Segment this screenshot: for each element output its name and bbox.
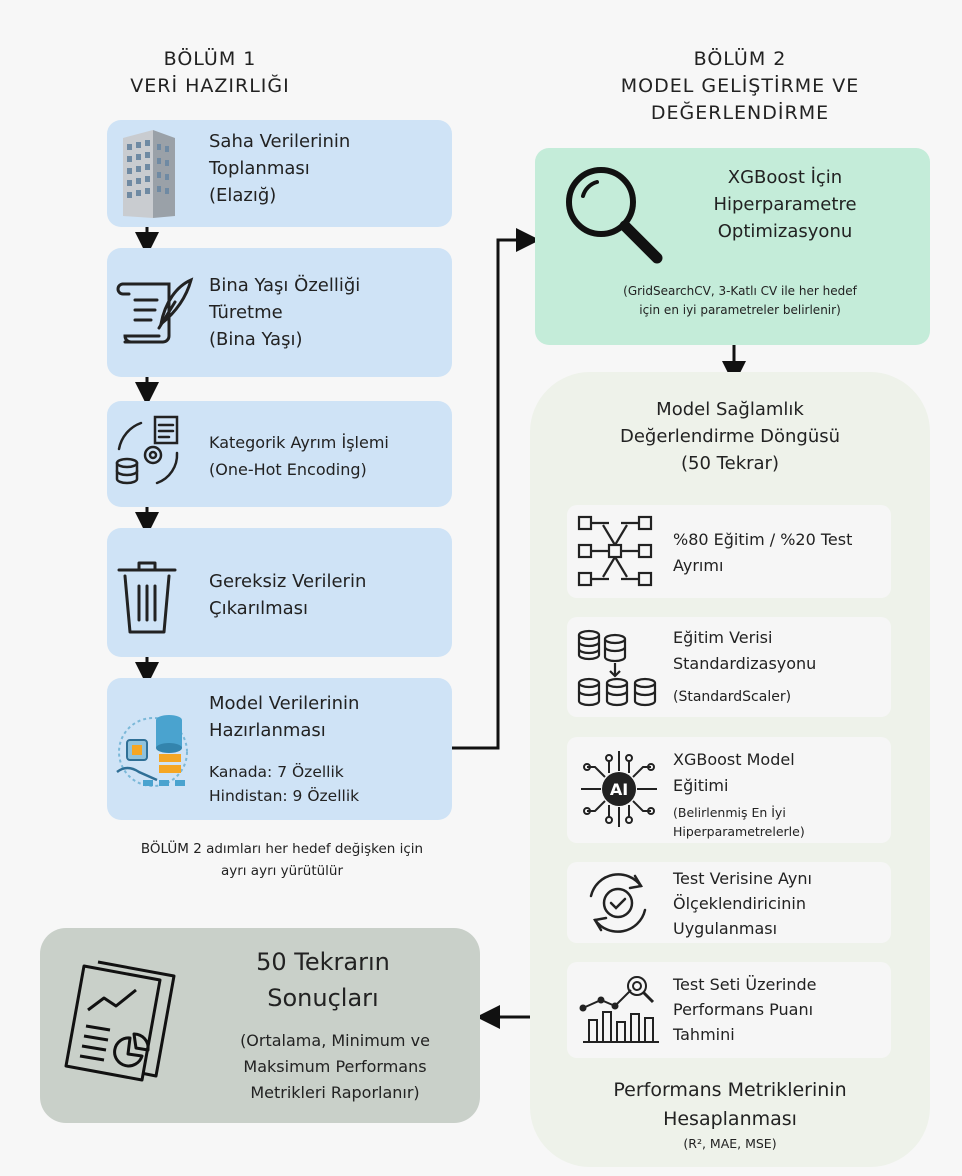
report-chart-icon xyxy=(64,960,176,1082)
metrics-line2: Hesaplanması xyxy=(663,1108,797,1130)
hyper-line3: Optimizasyonu xyxy=(717,221,853,242)
metrics-line1: Performans Metriklerinin xyxy=(613,1079,847,1101)
section2-line2: MODEL GELİŞTİRME VE xyxy=(620,75,860,97)
results-box: 50 Tekrarın Sonuçları (Ortalama, Minimum… xyxy=(40,928,480,1123)
loop-title: Model Sağlamlık Değerlendirme Döngüsü (5… xyxy=(530,396,930,477)
step-building-age-text: Bina Yaşı Özelliği Türetme (Bina Yaşı) xyxy=(209,272,360,353)
step5-line2: Hazırlanması xyxy=(209,720,326,741)
step-model-data-title: Model Verilerinin Hazırlanması xyxy=(209,690,359,744)
split-nodes-icon xyxy=(577,515,653,587)
svg-text:AI: AI xyxy=(610,780,628,799)
step-remove-data: Gereksiz Verilerin Çıkarılması xyxy=(107,528,452,657)
inner-step-training-text: XGBoost Model Eğitimi xyxy=(673,747,795,799)
step2-line1: Bina Yaşı Özelliği xyxy=(209,275,361,296)
section2-line1: BÖLÜM 2 xyxy=(693,48,787,70)
results-title: 50 Tekrarın Sonuçları xyxy=(218,944,428,1016)
scroll-quill-icon xyxy=(116,277,194,344)
inner5-line1: Test Seti Üzerinde xyxy=(673,975,817,994)
results-note-line2: Maksimum Performans xyxy=(243,1057,427,1076)
section2-heading: BÖLÜM 2 MODEL GELİŞTİRME VE DEĞERLENDİRM… xyxy=(575,46,905,127)
step-hyperparameter-title: XGBoost İçin Hiperparametre Optimizasyon… xyxy=(685,164,885,245)
database-stack-icon xyxy=(577,629,657,707)
inner-step-split-text: %80 Eğitim / %20 Test Ayrımı xyxy=(673,527,852,579)
section2-line3: DEĞERLENDİRME xyxy=(650,102,830,124)
section1-line1: BÖLÜM 1 xyxy=(163,48,257,70)
hyper-line2: Hiperparametre xyxy=(713,194,857,215)
magnifier-icon xyxy=(566,167,663,264)
inner5-line3: Tahmini xyxy=(673,1025,735,1044)
inner-step-training-note: (Belirlenmiş En İyi Hiperparametrelerle) xyxy=(673,803,805,841)
process-cycle-icon xyxy=(115,415,179,485)
loop-line1: Model Sağlamlık xyxy=(656,399,804,420)
step-field-data: Saha Verilerinin Toplanması (Elazığ) xyxy=(107,120,452,227)
results-note: (Ortalama, Minimum ve Maksimum Performan… xyxy=(200,1028,470,1106)
step-model-data: Model Verilerinin Hazırlanması Kanada: 7… xyxy=(107,678,452,820)
step2-line3: (Bina Yaşı) xyxy=(209,329,303,350)
inner2-line3: (StandardScaler) xyxy=(673,689,792,705)
loop-line2: Değerlendirme Döngüsü xyxy=(619,426,841,447)
note-line1: BÖLÜM 2 adımları her hedef değişken için xyxy=(140,841,424,857)
inner-step-scaler: Test Verisine Aynı Ölçeklendiricinin Uyg… xyxy=(567,862,891,943)
inner4-line2: Ölçeklendiricinin xyxy=(673,894,806,913)
note-line2: ayrı ayrı yürütülür xyxy=(220,863,344,879)
step-field-data-text: Saha Verilerinin Toplanması (Elazığ) xyxy=(209,128,350,209)
inner1-line2: Ayrımı xyxy=(673,556,724,575)
results-line1: 50 Tekrarın xyxy=(256,948,390,976)
inner4-line3: Uygulanması xyxy=(673,919,778,938)
results-line2: Sonuçları xyxy=(267,984,379,1012)
section1-line2: VERİ HAZIRLIĞI xyxy=(130,75,290,97)
building-icon xyxy=(123,130,175,218)
inner3-line3: (Belirlenmiş En İyi xyxy=(673,805,786,820)
step3-line2: (One-Hot Encoding) xyxy=(209,460,367,479)
inner3-line1: XGBoost Model xyxy=(673,750,795,769)
inner1-line1: %80 Eğitim / %20 Test xyxy=(673,530,853,549)
inner-step-prediction: Test Seti Üzerinde Performans Puanı Tahm… xyxy=(567,962,891,1058)
hyper-line1: XGBoost İçin xyxy=(727,167,843,188)
bar-chart-target-icon xyxy=(579,976,659,1043)
step5-line3: Kanada: 7 Özellik xyxy=(209,763,344,781)
step-building-age: Bina Yaşı Özelliği Türetme (Bina Yaşı) xyxy=(107,248,452,377)
results-note-line1: (Ortalama, Minimum ve xyxy=(240,1031,430,1050)
inner3-line4: Hiperparametrelerle) xyxy=(673,824,805,839)
inner-step-training: AI XGBoost Model Eğitimi (Belirlenmiş En… xyxy=(567,737,891,843)
step2-line2: Türetme xyxy=(209,302,283,323)
inner2-line2: Standardizasyonu xyxy=(673,654,817,673)
section1-heading: BÖLÜM 1 VERİ HAZIRLIĞI xyxy=(90,46,330,100)
inner-step-prediction-text: Test Seti Üzerinde Performans Puanı Tahm… xyxy=(673,972,817,1047)
step4-line1: Gereksiz Verilerin xyxy=(209,571,367,592)
step3-line1: Kategorik Ayrım İşlemi xyxy=(209,433,389,452)
step1-line2: Toplanması xyxy=(209,158,310,179)
inner2-line1: Eğitim Verisi xyxy=(673,628,773,647)
metrics-line3: (R², MAE, MSE) xyxy=(683,1136,777,1151)
step-remove-data-text: Gereksiz Verilerin Çıkarılması xyxy=(209,568,366,622)
ai-chip-icon: AI xyxy=(581,751,657,827)
inner3-line2: Eğitimi xyxy=(673,776,729,795)
step-hyperparameter: XGBoost İçin Hiperparametre Optimizasyon… xyxy=(535,148,930,345)
data-server-icon xyxy=(116,715,188,787)
step5-line1: Model Verilerinin xyxy=(209,693,360,714)
step5-line4: Hindistan: 9 Özellik xyxy=(209,787,360,805)
step-one-hot: Kategorik Ayrım İşlemi (One-Hot Encoding… xyxy=(107,401,452,507)
inner5-line2: Performans Puanı xyxy=(673,1000,814,1019)
section2-note: BÖLÜM 2 adımları her hedef değişken için… xyxy=(102,838,462,882)
step-model-data-detail: Kanada: 7 Özellik Hindistan: 9 Özellik xyxy=(209,760,359,808)
inner-step-standardize: Eğitim Verisi Standardizasyonu (Standard… xyxy=(567,617,891,717)
loop-line3: (50 Tekrar) xyxy=(681,453,779,474)
inner-step-split: %80 Eğitim / %20 Test Ayrımı xyxy=(567,505,891,598)
step-hyperparameter-note: (GridSearchCV, 3-Katlı CV ile her hedef … xyxy=(575,282,905,320)
hyper-note-line1: (GridSearchCV, 3-Katlı CV ile her hedef xyxy=(623,284,857,298)
inner-step-scaler-text: Test Verisine Aynı Ölçeklendiricinin Uyg… xyxy=(673,866,812,941)
step4-line2: Çıkarılması xyxy=(209,598,309,619)
step1-line3: (Elazığ) xyxy=(209,185,277,206)
inner4-line1: Test Verisine Aynı xyxy=(673,869,812,888)
refresh-check-icon xyxy=(589,873,647,933)
step1-line1: Saha Verilerinin xyxy=(209,131,351,152)
metrics-block: Performans Metriklerinin Hesaplanması (R… xyxy=(560,1076,900,1154)
trash-icon xyxy=(117,561,177,634)
step-one-hot-text: Kategorik Ayrım İşlemi (One-Hot Encoding… xyxy=(209,429,389,483)
results-note-line3: Metrikleri Raporlanır) xyxy=(250,1083,420,1102)
inner-step-standardize-text: Eğitim Verisi Standardizasyonu xyxy=(673,625,816,677)
hyper-note-line2: için en iyi parametreler belirlenir) xyxy=(639,303,841,317)
